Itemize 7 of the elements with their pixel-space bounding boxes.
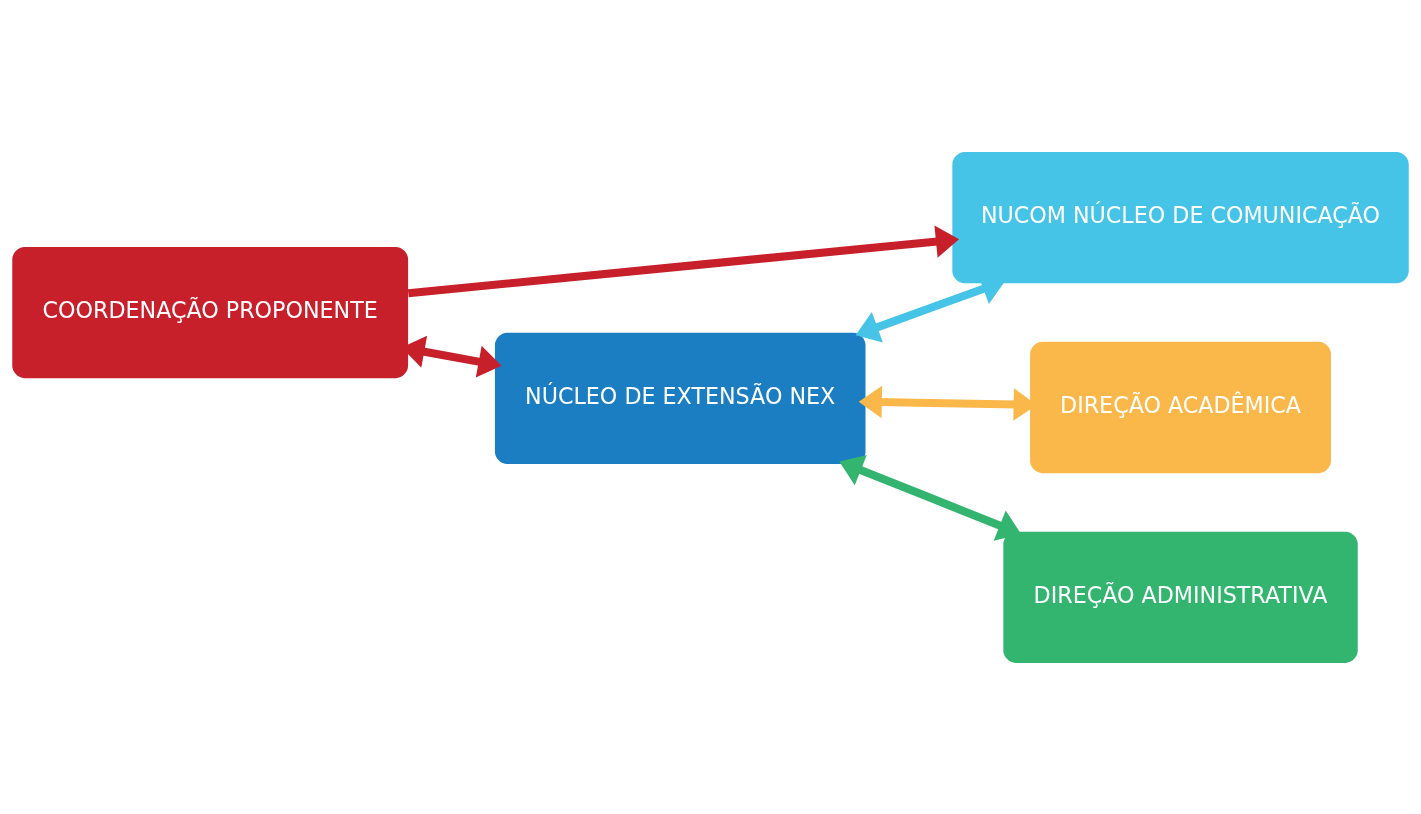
arrow <box>407 224 960 297</box>
node-box: DIREÇÃO ACADÊMICA <box>1030 341 1331 473</box>
node-box: NUCOM NÚCLEO DE COMUNICAÇÃO <box>952 151 1409 283</box>
arrow <box>839 454 1022 541</box>
node-box: NÚCLEO DE EXTENSÃO NEX <box>494 332 866 464</box>
node-box: DIREÇÃO ADMINISTRATIVA <box>1003 531 1358 663</box>
node-box: COORDENAÇÃO PROPONENTE <box>12 246 409 378</box>
